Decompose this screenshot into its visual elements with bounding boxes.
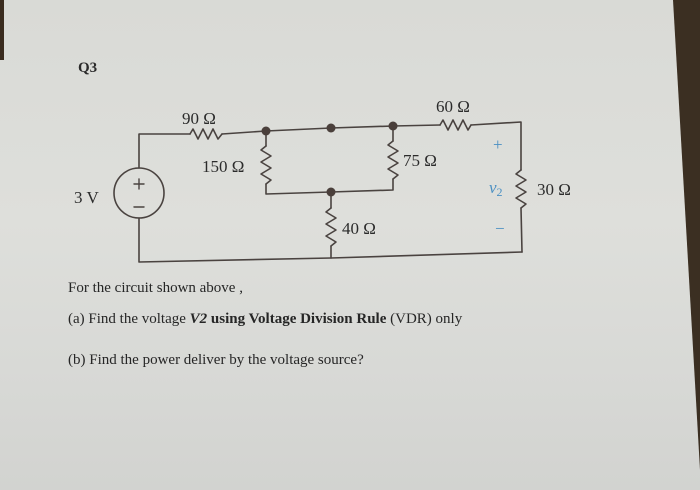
- wire-75-bottom: [330, 178, 394, 193]
- voltage-source-icon: [113, 167, 165, 219]
- question-label: Q3: [78, 60, 98, 76]
- node-2: [326, 123, 336, 133]
- resistor-40-icon: [325, 207, 337, 247]
- v2-minus-label: −: [495, 219, 505, 238]
- r30-label: 30 Ω: [537, 180, 571, 199]
- r60-label: 60 Ω: [436, 97, 470, 116]
- wire-bottom: [138, 217, 523, 263]
- resistor-90-icon: [189, 128, 223, 140]
- wire-right: [470, 121, 522, 171]
- v2-variable: V2: [189, 311, 208, 327]
- resistor-30-icon: [515, 169, 527, 209]
- resistor-150-icon: [260, 145, 272, 185]
- v2-label: v2: [489, 178, 503, 199]
- intro-text: For the circuit shown above ,: [68, 280, 243, 296]
- photo-edge: [0, 0, 4, 60]
- source-plus-icon: [133, 178, 145, 190]
- source-label: 3 V: [74, 188, 99, 207]
- r75-label: 75 Ω: [403, 151, 437, 170]
- wire-right-bottom: [520, 207, 523, 253]
- wire-150-bottom: [265, 183, 332, 195]
- node-3: [388, 121, 398, 131]
- r150-label: 150 Ω: [202, 157, 244, 176]
- resistor-60-icon: [439, 119, 472, 131]
- wire-left-top: [138, 133, 191, 169]
- r40-label: 40 Ω: [342, 219, 376, 238]
- node-4: [326, 187, 336, 197]
- part-a-text: (a) Find the voltage V2 using Voltage Di…: [68, 311, 463, 327]
- r90-label: 90 Ω: [182, 109, 216, 128]
- part-b-text: (b) Find the power deliver by the voltag…: [68, 352, 364, 368]
- resistor-75-icon: [387, 140, 399, 180]
- node-1: [261, 126, 271, 136]
- v2-plus-label: +: [493, 135, 503, 154]
